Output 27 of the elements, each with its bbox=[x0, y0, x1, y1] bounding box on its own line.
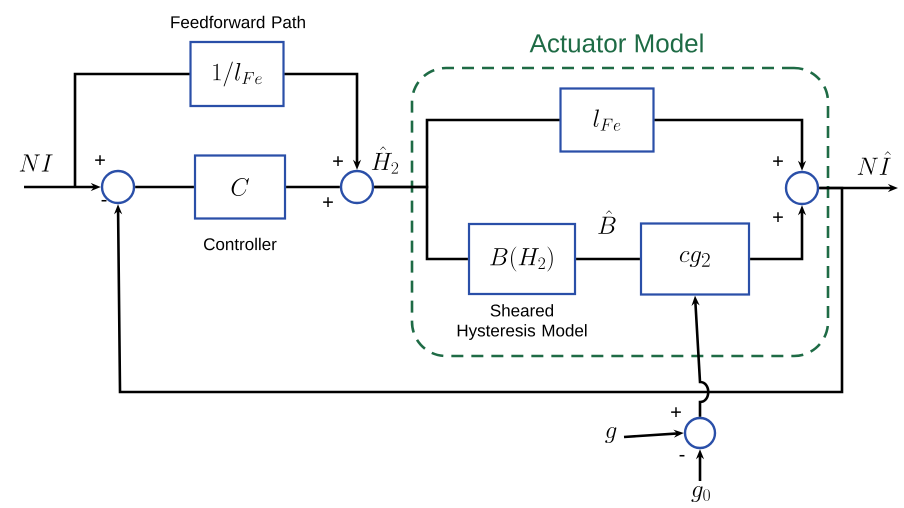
block-box: $C$ bbox=[194, 154, 286, 220]
sign-label: + bbox=[333, 156, 343, 166]
summing-junction bbox=[684, 416, 716, 450]
sign-label: - bbox=[102, 200, 106, 202]
signal-label: $NI$ bbox=[18, 154, 54, 172]
signal-label: $g$ bbox=[604, 426, 618, 444]
summing-junction bbox=[100, 170, 136, 204]
sign-label: + bbox=[323, 197, 333, 207]
summing-junction bbox=[784, 170, 820, 206]
block-box: $cg_2$ bbox=[640, 222, 750, 296]
signal-label: $g_0$ bbox=[690, 485, 712, 503]
block-caption: Feedforward Path bbox=[171, 16, 305, 28]
block-box: $l_{Fe}$ bbox=[559, 87, 655, 153]
sign-label: - bbox=[680, 454, 684, 456]
sign-label: + bbox=[95, 155, 105, 165]
signal-label: $N\hat{I}$ bbox=[856, 150, 892, 176]
sign-label: + bbox=[773, 212, 783, 222]
block-box: $B(H_2)$ bbox=[468, 222, 576, 296]
signal-label: $\hat{H}_2$ bbox=[370, 145, 400, 175]
block-caption: Controller bbox=[204, 238, 277, 250]
block-caption: Sheared Hysteresis Model bbox=[458, 304, 586, 340]
node-label: Actuator Model bbox=[530, 33, 703, 53]
sign-label: + bbox=[773, 156, 783, 166]
block-box: $1/l_{Fe}$ bbox=[189, 40, 285, 108]
arrow bbox=[114, 186, 844, 394]
sign-label: + bbox=[671, 407, 681, 417]
signal-label: $\hat{B}$ bbox=[596, 209, 618, 235]
